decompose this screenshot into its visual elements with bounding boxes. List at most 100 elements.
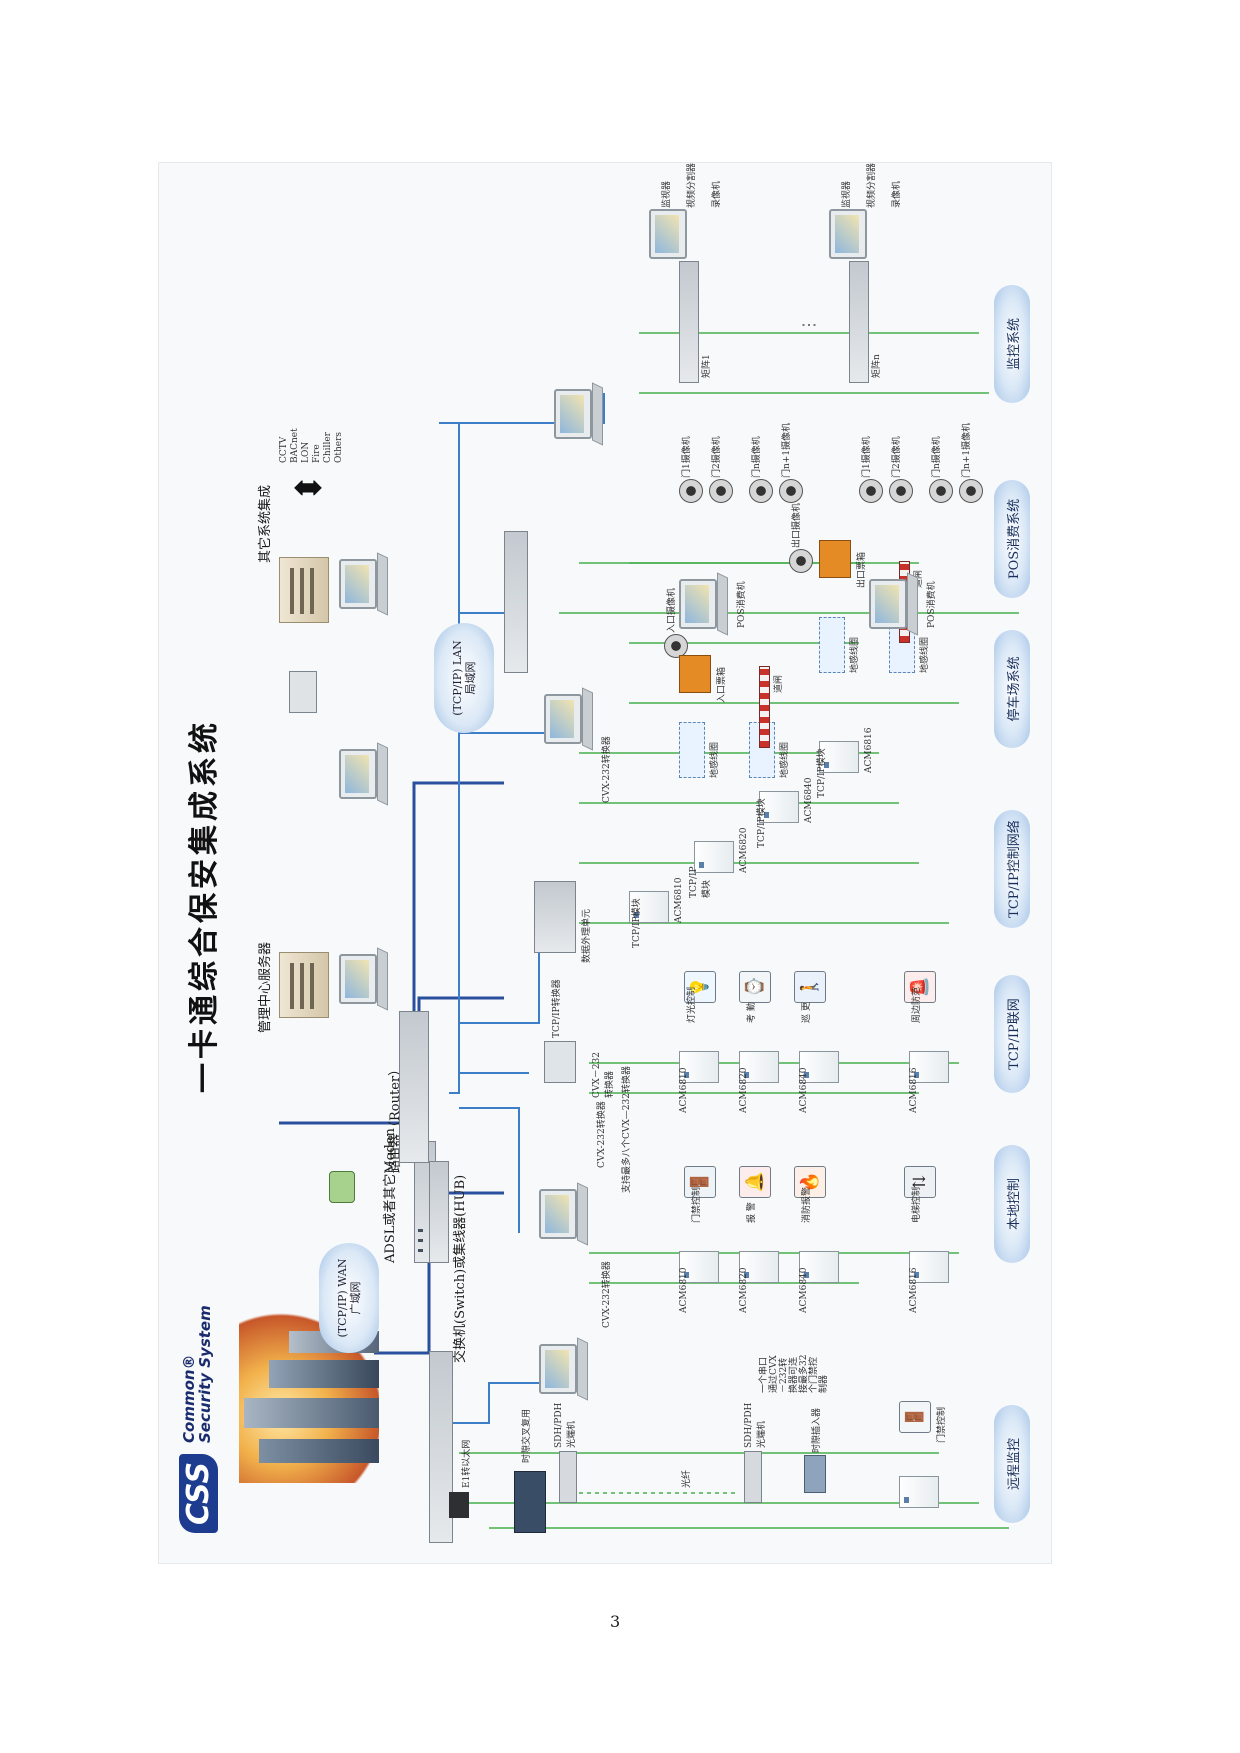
other-system-tower xyxy=(279,557,329,623)
parking-label-3: 入口票箱 xyxy=(717,666,727,703)
parking-label-8: 地感线圈 xyxy=(920,636,930,673)
local-label-7: ACM6810 xyxy=(679,1267,689,1313)
monitor-1 xyxy=(649,207,699,263)
remote-label-6: 门禁控制 xyxy=(937,1406,947,1443)
parking-label-2: 出口摄像机 xyxy=(792,502,802,548)
pos-terminal-2 xyxy=(869,572,919,636)
matrix-1 xyxy=(679,261,699,383)
cctv-label-8: 监视器 xyxy=(842,180,852,208)
data-processing-unit xyxy=(534,881,576,953)
parking-label-9: 道闸 xyxy=(774,674,784,693)
remote-label-2: SDH/PDH 光端机 xyxy=(554,1402,577,1448)
local-label-4: 报 警 xyxy=(747,1202,757,1223)
tcpctrl-label-8: ACM6816 xyxy=(864,727,874,773)
mgmt-server-pc xyxy=(339,947,389,1011)
cctv-label-5: 门2摄像机 xyxy=(712,436,722,478)
cctv-subsystem-badge: 监控系统 xyxy=(994,285,1030,403)
cctv-pc xyxy=(554,382,604,446)
other-integration-label: 其它系统集成 xyxy=(258,484,273,563)
door2-camera-icon xyxy=(709,479,733,503)
brand-name: Common® Security System xyxy=(180,1305,214,1443)
tcpctrl-label-7: ACM6840 xyxy=(804,777,814,823)
tcpctrl-bus xyxy=(579,752,949,924)
tcpnet-label-6: ACM6810 xyxy=(679,1067,689,1113)
tcpctrl-label-4: TCP/IP模块 xyxy=(817,748,827,798)
diagram-stage: CSS Common® Security System 一卡通综合保安集成系统 … xyxy=(159,163,1051,1563)
tcpnet-label-1: CVX－232 转换器 xyxy=(592,1052,615,1098)
switch-label: 交换机(Switch)或集线器(HUB) xyxy=(453,1174,468,1363)
patrol-icon: 🚶 xyxy=(794,971,826,1003)
parking-label-7: 地感线圈 xyxy=(850,636,860,673)
parking-label-6: 地感线圈 xyxy=(780,741,790,778)
page-number: 3 xyxy=(610,1612,621,1631)
cctv-label-3: 矩阵1 xyxy=(702,354,712,378)
tcpnet-label-3: 考 勤 xyxy=(747,1002,757,1023)
local-label-0: CVX-232转换器 xyxy=(602,1261,612,1328)
protocol-bacnet: BACnet xyxy=(290,428,300,463)
protocol-cctv: CCTV xyxy=(279,436,289,463)
pos-subsystem-badge: POS消费系统 xyxy=(994,480,1030,598)
core-switch xyxy=(399,1011,429,1163)
tcpnet-label-4: 巡 更 xyxy=(802,1002,812,1023)
workstation-link xyxy=(412,781,504,1103)
cctv-label-6: 门n摄像机 xyxy=(752,436,762,478)
tcpctrl-label-0: 数据外理单元 xyxy=(582,908,592,963)
cctv-label-2: 录像机 xyxy=(712,180,722,208)
doorn-camera-icon xyxy=(749,479,773,503)
remote-label-4: SDH/PDH 光端机 xyxy=(744,1402,767,1448)
ground-loop-1 xyxy=(679,722,705,778)
link-lines xyxy=(279,332,1019,1529)
remote-subsystem-badge: 远程监控 xyxy=(994,1405,1030,1523)
page-title: 一卡通综合保安集成系统 xyxy=(187,719,222,1093)
tcpip-ctrl-subsystem-badge: TCP/IP控制网络 xyxy=(994,810,1030,928)
protocol-others: Others xyxy=(334,431,344,463)
alarm-icon: 🔔 xyxy=(739,1166,771,1198)
tcpctrl-label-1: TCP/IP模块 xyxy=(632,898,642,948)
local-label-8: ACM6820 xyxy=(739,1267,749,1313)
diagram-sheet: CSS Common® Security System 一卡通综合保安集成系统 … xyxy=(158,162,1052,1564)
remote-label-3: 光纤 xyxy=(682,1469,692,1488)
cctv-label-14: 门n摄像机 xyxy=(932,436,942,478)
cctv-label-7: 门n+1摄像机 xyxy=(782,422,792,478)
parking-pc xyxy=(544,687,594,751)
local-label-1: CVX-232转换器 xyxy=(597,1101,607,1168)
tcpnet-label-8: ACM6840 xyxy=(799,1067,809,1113)
local-subsystem-badge: 本地控制 xyxy=(994,1145,1030,1263)
wan-link xyxy=(374,1191,504,1355)
protocol-list: CCTV BACnet LON Fire Chiller Others xyxy=(279,428,345,463)
e1-converter xyxy=(449,1492,469,1518)
sdh-terminal-a xyxy=(559,1451,577,1503)
local-label-5: 消防报警 xyxy=(802,1186,812,1223)
cctv-label-15: 门n+1摄像机 xyxy=(962,422,972,478)
lan-trunk xyxy=(439,422,460,1094)
cctv-label-10: 录像机 xyxy=(892,180,902,208)
admin-workstation xyxy=(339,742,389,806)
doorn1-camera-icon-n xyxy=(959,479,983,503)
tcpip-converter xyxy=(544,1041,576,1083)
modem-device xyxy=(329,1171,355,1203)
tcpctrl-label-6: ACM6820 xyxy=(739,827,749,873)
cctv-ellipsis: ⋮ xyxy=(799,315,818,333)
pos-label-0: POS消费机 xyxy=(737,581,747,628)
ground-loop-3 xyxy=(819,617,845,673)
brand-line2: Security System xyxy=(196,1305,214,1443)
exit-camera-icon xyxy=(789,549,813,573)
timeslot-inserter xyxy=(804,1455,826,1493)
lan-to-local xyxy=(459,1107,520,1233)
door2-camera-icon-n xyxy=(889,479,913,503)
parking-label-0: CVX-232转换器 xyxy=(602,736,612,803)
cctv-label-0: 监视器 xyxy=(662,180,672,208)
door1-camera-icon-n xyxy=(859,479,883,503)
tcpnet-label-2: 灯光控制 xyxy=(687,986,697,1023)
pos-bus xyxy=(559,562,1019,614)
server-link xyxy=(417,996,504,1113)
local-label-10: ACM6816 xyxy=(909,1267,919,1313)
protocol-chiller: Chiller xyxy=(323,432,333,463)
lan-to-tcpctrl xyxy=(459,903,540,1024)
hub-device xyxy=(429,1161,449,1263)
door1-camera-icon xyxy=(679,479,703,503)
remote-pc xyxy=(539,1337,589,1401)
tcpctrl-label-5: ACM6810 xyxy=(674,877,684,923)
cctv-label-13: 门2摄像机 xyxy=(892,436,902,478)
bidirectional-arrow-icon: ⬍ xyxy=(289,472,330,503)
